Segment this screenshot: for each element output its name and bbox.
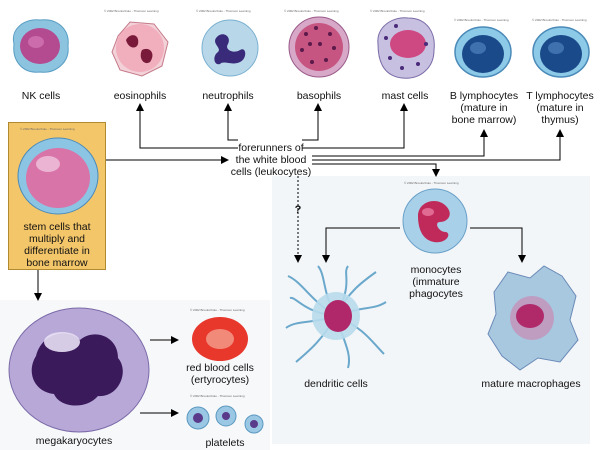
stem-cells-label: stem cells that multiply and differentia…: [23, 221, 91, 269]
dendritic-cell-image: [285, 265, 387, 369]
credit-b-lymphocyte: © 2002 Brooks/Cole - Thomson Learning: [454, 18, 509, 22]
arrow-to-t-lymphocytes: [312, 129, 564, 161]
platelets-image: [186, 405, 264, 434]
arrow-monocytes-to-dendritic: [322, 227, 400, 263]
platelets-label: platelets: [205, 437, 245, 449]
arrow-to-eosinophils: [136, 103, 238, 149]
basophil-image: [288, 16, 350, 78]
monocytes-label: monocytes (immature phagocytes: [409, 264, 463, 300]
megakaryocytes-label: megakaryocytes: [35, 435, 113, 447]
t-lymphocyte-image: [532, 26, 590, 78]
arrow-monocytes-to-macrophages: [470, 227, 526, 263]
credit-red-blood-cells: © 2002 Brooks/Cole - Thomson Learning: [190, 308, 245, 312]
nk-cells-label: NK cells: [21, 90, 61, 102]
neutrophils-label: neutrophils: [202, 90, 254, 102]
arrow-to-mast-cells: [302, 103, 408, 149]
forerunners-label: forerunners of the white blood cells (le…: [230, 142, 312, 178]
megakaryocyte-image: [8, 307, 150, 433]
basophils-label: basophils: [296, 90, 342, 102]
b-lymphocytes-label: B lymphocytes (mature in bone marrow): [449, 90, 519, 126]
mast-cells-label: mast cells: [381, 90, 429, 102]
credit-neutrophil: © 2002 Brooks/Cole - Thomson Learning: [196, 9, 251, 13]
credit-platelets: © 2002 Brooks/Cole - Thomson Learning: [190, 394, 245, 398]
credit-t-lymphocyte: © 2002 Brooks/Cole - Thomson Learning: [532, 18, 587, 22]
b-lymphocyte-image: [454, 26, 512, 78]
arrow-to-monocytes: [312, 163, 440, 177]
red-blood-cells-label: red blood cells (ertyrocytes): [186, 362, 254, 386]
credit-stem-cells: © 2002 Brooks/Cole - Thomson Learning: [20, 127, 75, 131]
red-blood-cell-image: [192, 317, 248, 361]
neutrophil-image: [201, 19, 259, 77]
eosinophils-label: eosinophils: [113, 90, 167, 102]
mature-macrophages-label: mature macrophages: [481, 378, 581, 390]
eosinophil-image: [111, 21, 169, 77]
mast-cell-image: [377, 17, 435, 79]
monocyte-image: [402, 188, 468, 254]
credit-eosinophil: © 2002 Brooks/Cole - Thomson Learning: [104, 9, 159, 13]
credit-mast-cell: © 2002 Brooks/Cole - Thomson Learning: [370, 9, 425, 13]
stem-cell-image: [17, 137, 99, 215]
credit-basophil: © 2002 Brooks/Cole - Thomson Learning: [284, 9, 339, 13]
arrow-to-basophils: [302, 103, 322, 141]
dendritic-cells-label: dendritic cells: [304, 378, 368, 390]
arrow-to-b-lymphocytes: [312, 129, 488, 157]
macrophage-image: [487, 265, 579, 371]
arrow-to-neutrophils: [224, 103, 238, 141]
t-lymphocytes-label: T lymphocytes (mature in thymus): [526, 90, 594, 126]
nk-cell-image: [12, 19, 69, 73]
credit-monocytes: © 2002 Brooks/Cole - Thomson Learning: [404, 181, 459, 185]
question-mark: ?: [294, 204, 302, 216]
